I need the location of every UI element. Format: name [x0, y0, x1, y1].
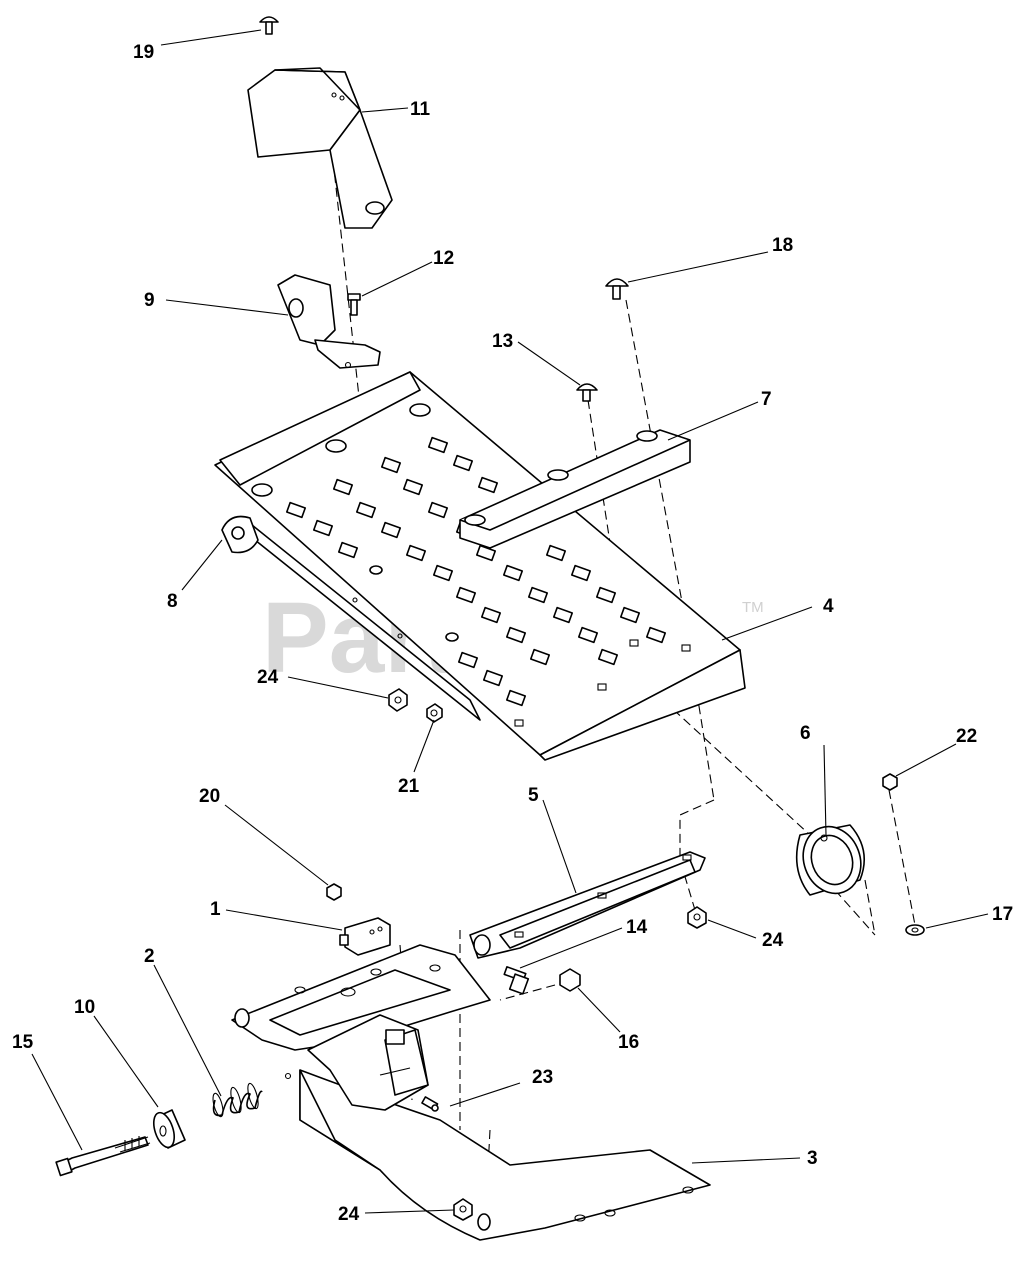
callout-6: 6 [800, 723, 811, 744]
callout-14: 14 [626, 917, 648, 938]
callout-3: 3 [807, 1148, 818, 1169]
callout-12: 12 [433, 248, 454, 269]
callout-4: 4 [823, 596, 834, 617]
callout-11: 11 [410, 99, 431, 120]
callout-7: 7 [761, 389, 772, 410]
callout-9: 9 [144, 290, 155, 311]
callout-5: 5 [528, 785, 539, 806]
part-18-bolt [605, 278, 629, 300]
callout-17: 17 [992, 904, 1013, 925]
part-5-link [469, 851, 706, 959]
part-3-base [231, 944, 711, 1241]
part-8-tab [221, 515, 259, 554]
callout-24-right: 24 [762, 930, 784, 951]
part-10-bushing [152, 1109, 186, 1149]
callout-24-lower: 24 [338, 1204, 360, 1225]
callout-24-upper: 24 [257, 667, 279, 688]
part-13-bolt [576, 383, 598, 402]
part-19-bolt [259, 16, 279, 35]
part-17-washer [905, 924, 925, 936]
part-23-screw [421, 1096, 439, 1112]
callout-19: 19 [133, 42, 154, 63]
callout-18: 18 [772, 235, 793, 256]
plate-treads [285, 436, 667, 707]
callout-10: 10 [74, 997, 95, 1018]
part-21-nut [426, 703, 443, 723]
part-24-nut-upper [388, 688, 408, 712]
part-20-nut [326, 883, 342, 901]
callout-2: 2 [144, 946, 155, 967]
callout-15: 15 [12, 1032, 34, 1053]
callout-16: 16 [618, 1032, 639, 1053]
callout-8: 8 [167, 591, 178, 612]
part-2-spring [212, 1082, 263, 1118]
callout-23: 23 [532, 1067, 553, 1088]
part-6-spacer [795, 824, 866, 896]
part-22-nut [882, 773, 898, 791]
part-7-channel [459, 429, 691, 549]
part-4-footplate [214, 371, 746, 761]
callouts: 19 11 12 9 18 13 7 8 4 24 21 20 5 6 22 1… [12, 42, 1013, 1225]
part-1-switch [339, 917, 391, 956]
callout-21: 21 [398, 776, 420, 797]
part-16-nut [559, 968, 581, 992]
part-24-nut-lower [453, 1198, 473, 1221]
callout-13: 13 [492, 331, 513, 352]
part-24-nut-right [687, 906, 707, 929]
part-14-bolt [503, 966, 530, 995]
part-15-bolt [55, 1136, 151, 1177]
part-9-bracket [277, 274, 381, 369]
watermark-tm: TM [742, 599, 764, 616]
leader-lines [31, 29, 989, 1214]
callout-22: 22 [956, 726, 977, 747]
callout-20: 20 [199, 786, 220, 807]
callout-1: 1 [210, 899, 221, 920]
part-11-cover [247, 67, 393, 229]
part-12-screw [347, 293, 361, 316]
